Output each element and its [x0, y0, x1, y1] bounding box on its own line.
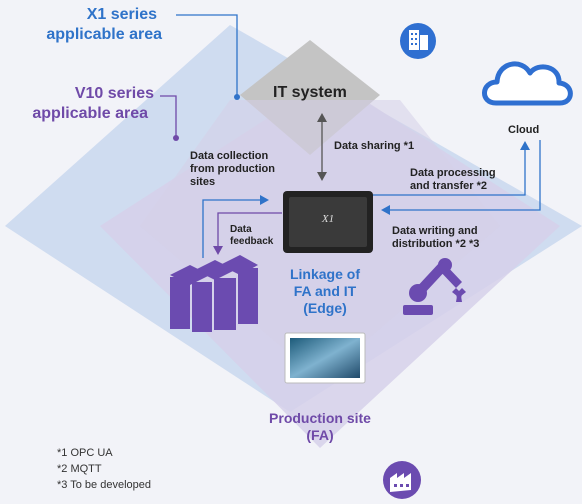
production-site-label: Production site (FA): [269, 410, 371, 443]
v10-area-title: V10 series: [75, 84, 154, 103]
x1-area-subtitle: applicable area: [46, 25, 162, 44]
data-writing-arrowhead: [381, 205, 390, 215]
v10-leader-line: [160, 95, 177, 138]
robot-arm-icon: [403, 258, 466, 315]
data-writing-arrow: [388, 140, 541, 211]
factory-icon: [383, 461, 421, 499]
data-processing-label: Data processing and transfer *2: [410, 167, 496, 192]
data-sharing-arrowhead-up: [317, 113, 327, 122]
data-collection-arrow: [202, 199, 262, 258]
x1-leader-dot: [234, 94, 240, 100]
data-collection-label: Data collection from production sites: [190, 150, 275, 188]
data-writing-label: Data writing and distribution *2 *3: [392, 225, 480, 250]
data-processing-arrowhead: [520, 141, 530, 150]
data-feedback-arrowhead: [213, 246, 223, 255]
footnote-2: *2 MQTT: [57, 463, 102, 475]
x1-leader-line: [176, 14, 238, 97]
data-collection-arrowhead: [260, 195, 269, 205]
it-system-diamond: [240, 40, 380, 155]
x1-area-title: X1 series: [87, 5, 157, 24]
it-system-label: IT system: [273, 84, 347, 101]
v10-area-line1: V10 series: [74, 85, 154, 102]
v10-area-subtitle: applicable area: [32, 104, 148, 123]
x1-device-brand: X1: [321, 213, 334, 225]
x1-area-line1: X1 series: [86, 6, 157, 23]
x1-area-line2: applicable area: [46, 26, 162, 43]
cloud-icon: [482, 61, 573, 106]
v10-area-line2: applicable area: [32, 105, 148, 122]
building-icon: [400, 23, 436, 59]
data-sharing-label: Data sharing *1: [334, 140, 415, 152]
cloud-label: Cloud: [508, 124, 540, 136]
data-feedback-label: Data feedback: [230, 224, 274, 247]
boxes-icon: [170, 255, 258, 332]
data-sharing-arrowhead-down: [317, 172, 327, 181]
data-feedback-arrow: [217, 212, 282, 248]
data-processing-arrow: [372, 148, 526, 196]
edge-label: Linkage of FA and IT (Edge): [289, 266, 360, 316]
footnote-1: *1 OPC UA: [57, 447, 113, 459]
v10-leader-dot: [173, 135, 179, 141]
footnote-3: *3 To be developed: [57, 479, 151, 491]
